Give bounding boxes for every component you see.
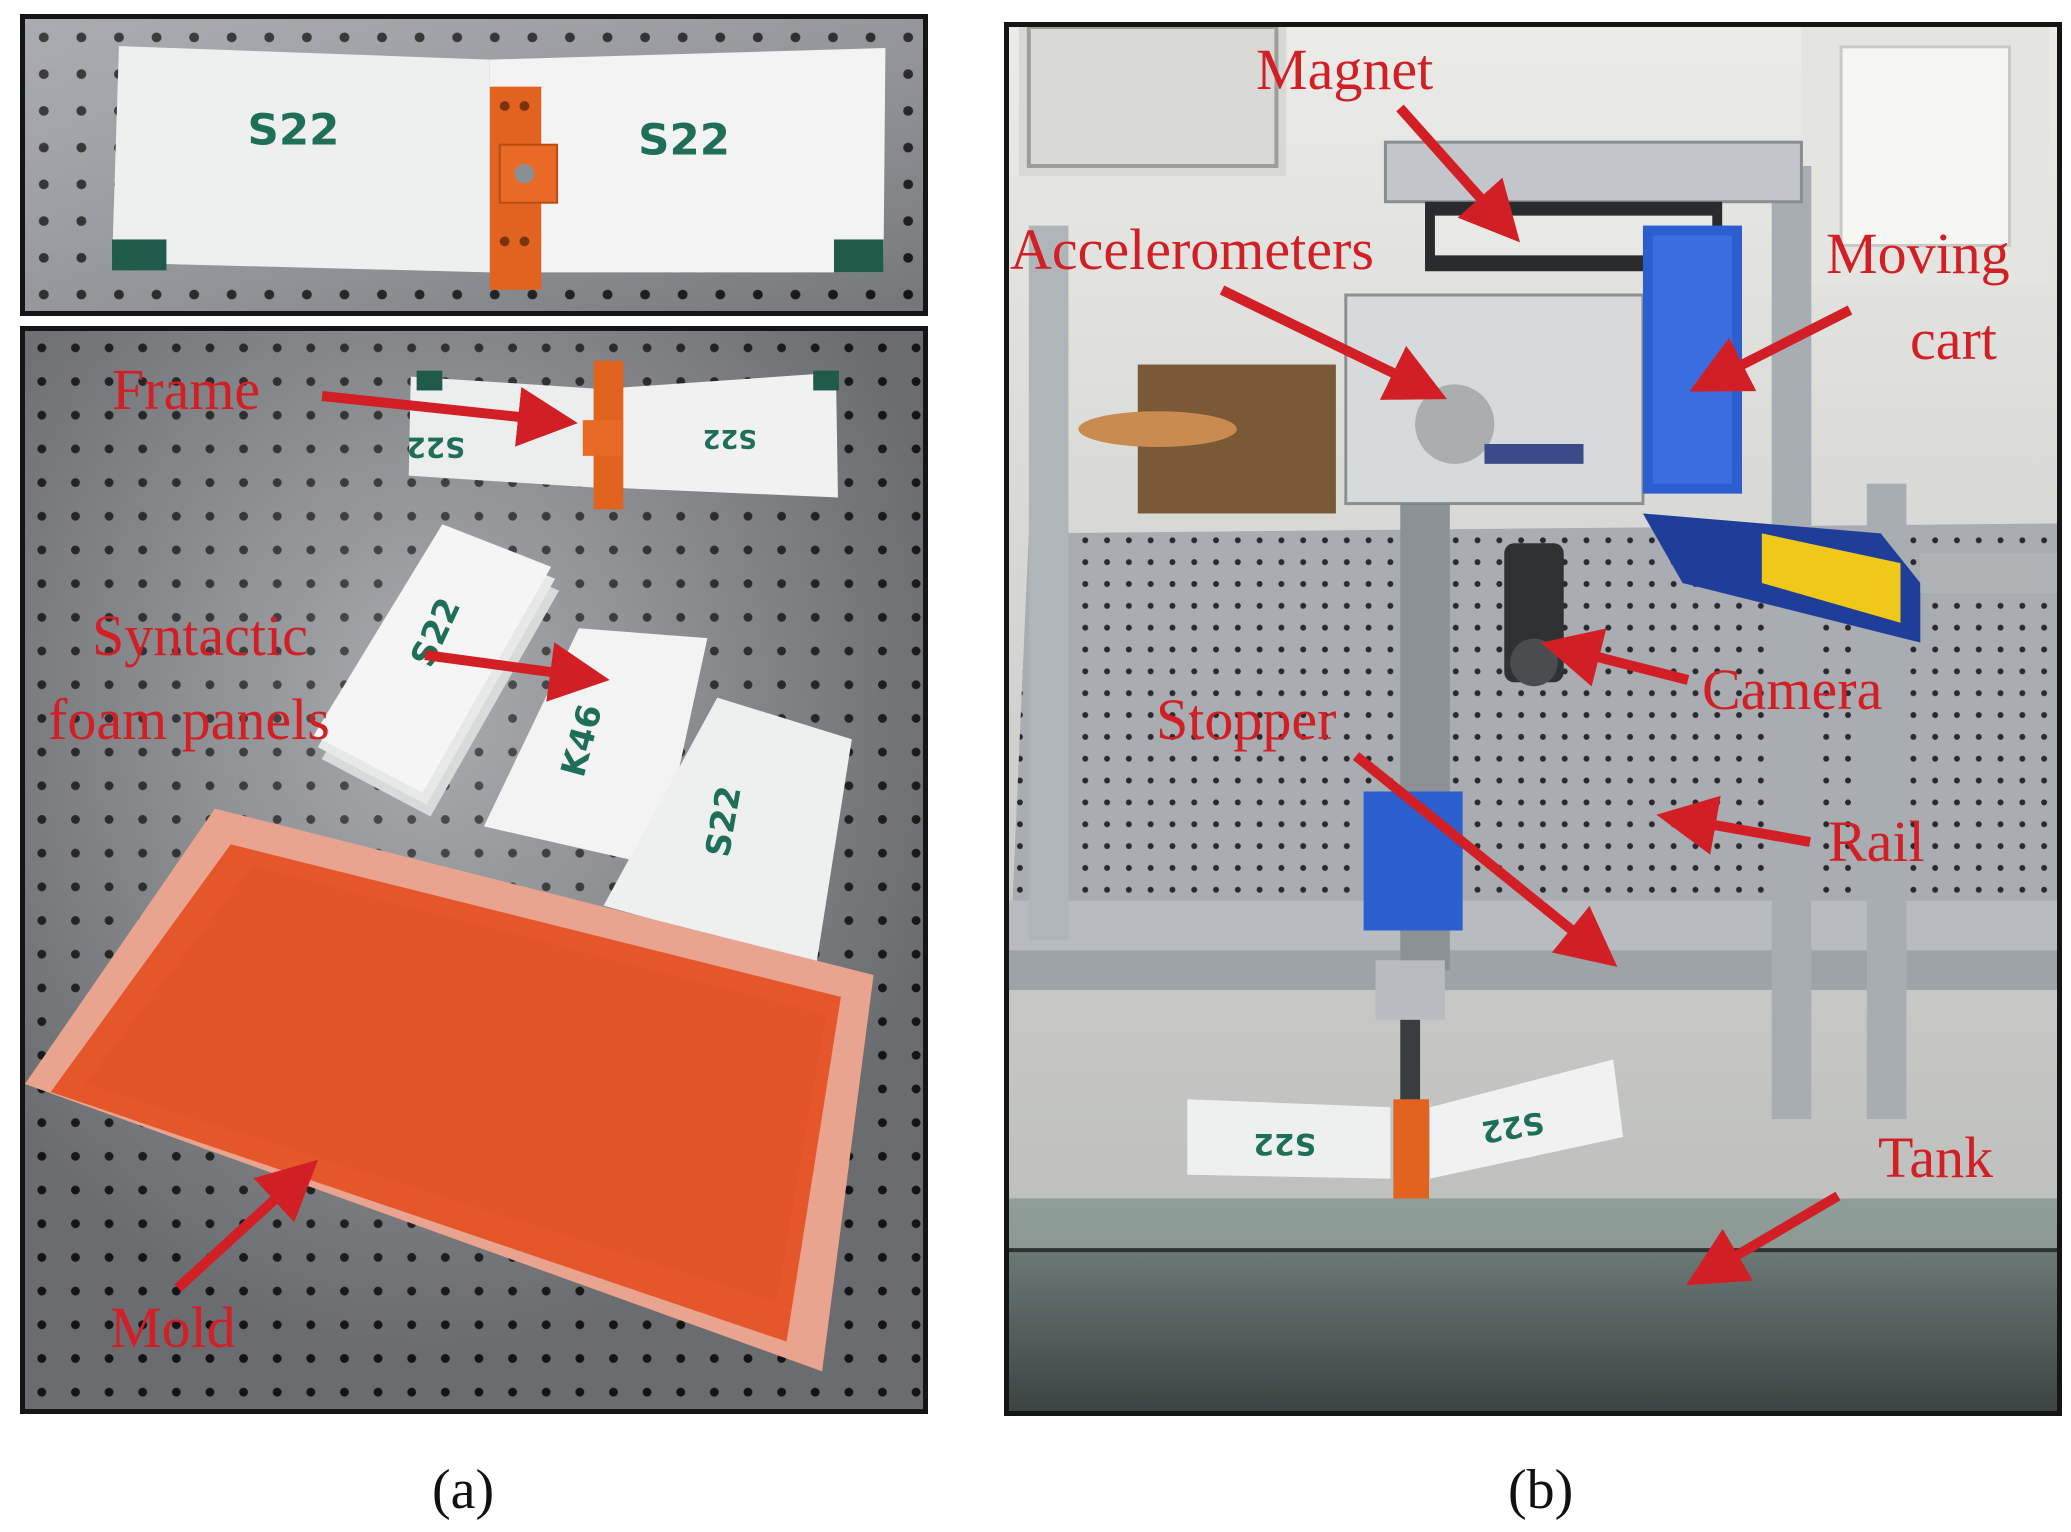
label-syntactic-line1: Syntactic xyxy=(92,603,308,668)
arrow-moving-cart xyxy=(1689,305,1853,392)
foam-panel xyxy=(1429,1059,1624,1179)
arrow-camera xyxy=(1540,628,1690,687)
panel-a-top-scene: S22 S22 xyxy=(25,19,923,311)
label-tank: Tank xyxy=(1878,1125,1994,1190)
foam-panel xyxy=(608,372,838,498)
label-mold: Mold xyxy=(110,1295,236,1360)
arrow-mold xyxy=(174,1159,319,1292)
panel-b-photo: S22 S22 xyxy=(1004,22,2062,1416)
arrow-frame xyxy=(321,386,578,447)
mold xyxy=(25,808,874,1372)
foam-panel xyxy=(1187,1099,1391,1179)
caption-a: (a) xyxy=(432,1459,495,1521)
arrow-stopper xyxy=(1352,752,1618,967)
foam-panel xyxy=(483,628,708,867)
foam-panel xyxy=(603,697,852,966)
label-syntactic-line2: foam panels xyxy=(48,687,330,752)
panel-a-bottom-photo: S22 S22 S22 K46 S22 xyxy=(20,326,928,1414)
dropper-block xyxy=(1363,791,1463,931)
label-moving-line1: Moving xyxy=(1826,221,2010,286)
panel-text: S22 xyxy=(1253,1126,1316,1161)
foam-panel xyxy=(489,48,886,273)
panel-text: S22 xyxy=(248,106,340,155)
arrow-syntactic xyxy=(424,642,610,702)
panel-b-scene: S22 S22 xyxy=(1009,27,2057,1411)
label-stopper: Stopper xyxy=(1156,687,1337,752)
caption-b: (b) xyxy=(1508,1459,1574,1521)
panel-a-bottom-scene: S22 S22 S22 K46 S22 xyxy=(25,331,923,1409)
foam-panel xyxy=(112,46,490,273)
arrow-accelerometers xyxy=(1219,285,1447,400)
panel-text: S22 xyxy=(407,431,465,464)
panel-text: S22 xyxy=(703,423,757,453)
panel-text: S22 xyxy=(638,116,730,165)
label-moving-line2: cart xyxy=(1910,307,1997,372)
panel-a-top-photo: S22 S22 xyxy=(20,14,928,316)
arrow-rail xyxy=(1656,795,1811,855)
label-magnet: Magnet xyxy=(1256,37,1434,102)
label-camera: Camera xyxy=(1702,657,1883,722)
label-accelerometers: Accelerometers xyxy=(1010,217,1374,282)
arrow-magnet xyxy=(1396,104,1520,243)
label-frame: Frame xyxy=(112,357,261,422)
arrow-tank xyxy=(1686,1191,1841,1286)
label-rail: Rail xyxy=(1828,809,1925,874)
